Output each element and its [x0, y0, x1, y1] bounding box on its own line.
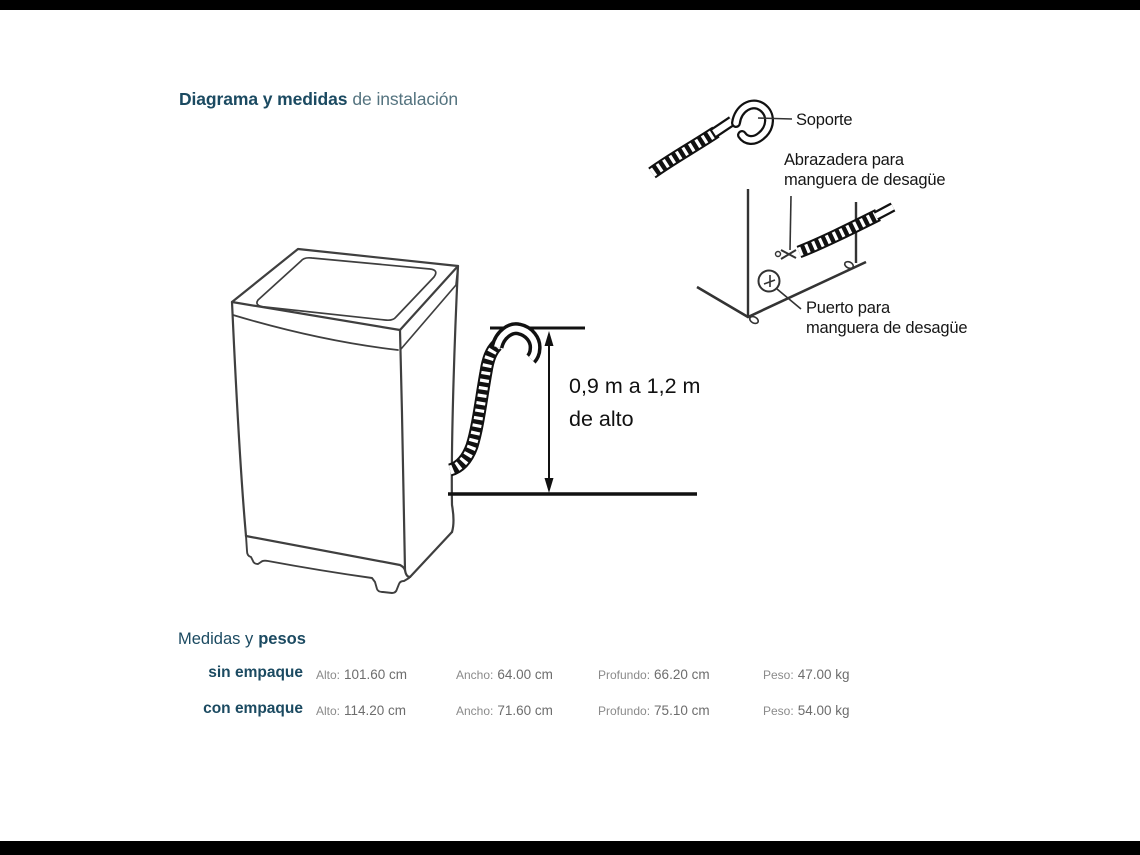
- table-row: con empaque Alto:114.20 cm Ancho:71.60 c…: [0, 700, 1140, 722]
- measurements-heading-regular: Medidas y: [178, 630, 254, 648]
- ancho-cell: Ancho:64.00 cm: [456, 667, 553, 682]
- hose-clamp-icon: [774, 249, 797, 260]
- measurements-heading-bold: pesos: [258, 630, 306, 648]
- row-label: sin empaque: [208, 664, 303, 681]
- ancho-cell: Ancho:71.60 cm: [456, 703, 553, 718]
- profundo-cell: Profundo:66.20 cm: [598, 667, 710, 682]
- table-row: sin empaque Alto:101.60 cm Ancho:64.00 c…: [0, 664, 1140, 686]
- drain-hose-illustration: [447, 322, 542, 477]
- peso-cell: Peso:47.00 kg: [763, 667, 850, 682]
- abrazadera-leader-line: [789, 195, 792, 251]
- drain-port-icon: [757, 269, 781, 293]
- letterbox-bottom: [0, 841, 1140, 855]
- alto-cell: Alto:114.20 cm: [316, 703, 407, 718]
- page-title-bold: Diagrama y medidas: [179, 89, 348, 109]
- washing-machine-illustration: [230, 247, 460, 594]
- hose-support-illustration: [648, 99, 793, 179]
- soporte-label: Soporte: [796, 111, 853, 129]
- height-arrow: [544, 331, 554, 493]
- row-label: con empaque: [203, 700, 303, 717]
- puerto-leader-line: [776, 288, 802, 310]
- profundo-cell: Profundo:75.10 cm: [598, 703, 710, 718]
- puerto-label: Puerto para manguera de desagüe: [806, 299, 968, 337]
- letterbox-top: [0, 0, 1140, 10]
- alto-cell: Alto:101.60 cm: [316, 667, 408, 682]
- page-title-regular: de instalación: [352, 89, 459, 109]
- height-annotation: 0,9 m a 1,2 m de alto: [569, 374, 701, 431]
- peso-cell: Peso:54.00 kg: [763, 703, 850, 718]
- soporte-leader-line: [757, 117, 793, 120]
- abrazadera-label: Abrazadera para manguera de desagüe: [784, 151, 946, 189]
